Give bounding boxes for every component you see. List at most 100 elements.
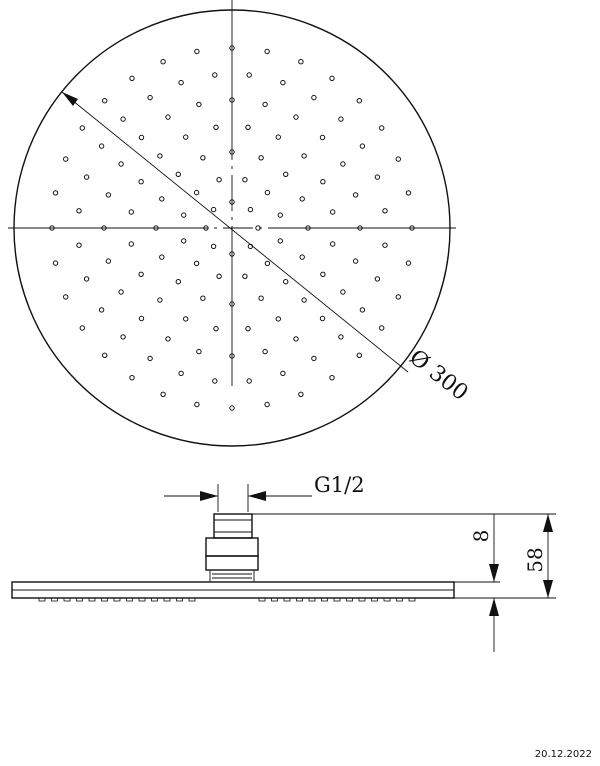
side-nozzle xyxy=(113,597,121,602)
nozzle xyxy=(52,260,59,266)
nozzle xyxy=(305,225,311,231)
nozzle xyxy=(264,401,270,408)
side-nozzle xyxy=(283,597,291,602)
dim-8-arrow-top xyxy=(489,564,499,582)
side-nozzle xyxy=(258,597,266,602)
nozzle xyxy=(301,297,307,303)
nozzle xyxy=(319,134,326,141)
nozzle xyxy=(212,72,218,78)
side-nozzle xyxy=(126,597,133,602)
nozzle xyxy=(79,125,86,131)
nozzle xyxy=(229,149,235,155)
nozzle xyxy=(301,153,307,159)
thread-connector xyxy=(213,513,253,539)
nozzle xyxy=(262,101,268,108)
nozzle xyxy=(210,206,217,213)
nozzle xyxy=(165,114,171,120)
nozzle xyxy=(62,294,69,300)
nozzle xyxy=(196,101,202,108)
nozzle xyxy=(229,199,235,205)
nozzle xyxy=(357,225,363,231)
nozzle xyxy=(229,301,235,307)
nozzle xyxy=(319,315,326,322)
nozzle xyxy=(311,94,317,101)
side-nozzle xyxy=(138,597,146,602)
nozzle xyxy=(98,143,105,149)
side-nozzle xyxy=(76,597,83,602)
nozzle xyxy=(242,273,248,279)
nozzle xyxy=(160,391,166,397)
nozzle xyxy=(329,75,335,82)
diameter-dimension-line xyxy=(61,91,409,373)
side-nozzle xyxy=(333,597,341,602)
nozzle xyxy=(175,171,182,178)
nozzle xyxy=(379,125,385,131)
nozzle xyxy=(160,59,166,65)
nozzle xyxy=(49,225,55,231)
nozzle xyxy=(229,353,235,359)
nozzle xyxy=(76,208,82,214)
nozzle xyxy=(138,271,144,277)
nozzle xyxy=(118,161,124,167)
nozzle xyxy=(280,370,286,377)
thread-arrow-left xyxy=(200,491,218,501)
nozzle xyxy=(129,375,135,381)
side-nozzle xyxy=(346,597,353,602)
nozzle xyxy=(283,279,289,285)
nozzle xyxy=(356,352,362,358)
swivel-joint xyxy=(205,555,259,571)
nozzle xyxy=(379,325,385,331)
nozzle xyxy=(213,124,219,131)
nozzle xyxy=(147,355,153,362)
side-nozzle xyxy=(101,597,108,602)
nozzle xyxy=(118,289,124,295)
thread-arrow-right xyxy=(248,491,266,501)
nozzle xyxy=(395,294,401,300)
nozzle xyxy=(200,295,206,301)
nozzle xyxy=(298,59,304,65)
side-nozzle xyxy=(271,597,278,602)
nozzle xyxy=(183,134,189,140)
nozzle xyxy=(153,225,159,231)
nozzle xyxy=(299,196,305,202)
dim-8-arrow-bottom xyxy=(489,598,499,616)
nozzle xyxy=(229,251,235,257)
nozzle xyxy=(340,289,346,295)
nozzle xyxy=(264,189,271,196)
nozzle xyxy=(157,153,163,159)
nozzle xyxy=(138,179,144,185)
nozzle xyxy=(138,315,145,322)
nozzle xyxy=(320,271,326,277)
nozzle xyxy=(247,206,254,213)
nozzle xyxy=(320,179,326,185)
nozzle xyxy=(129,75,135,82)
nozzle xyxy=(277,212,283,218)
nozzle xyxy=(128,209,135,215)
side-nozzle xyxy=(296,597,303,602)
nozzle xyxy=(382,208,388,214)
nozzle xyxy=(83,276,90,282)
nozzle xyxy=(277,238,283,244)
diameter-label: Ø 300 xyxy=(404,345,472,406)
nozzle xyxy=(264,48,270,55)
nozzle xyxy=(293,114,299,120)
nozzle xyxy=(338,116,344,122)
side-nozzle xyxy=(88,597,96,602)
nozzle xyxy=(330,241,336,247)
nozzle xyxy=(258,295,264,301)
side-nozzle xyxy=(383,597,391,602)
nozzle xyxy=(246,72,252,78)
nozzle xyxy=(178,370,184,377)
nozzle xyxy=(175,279,182,285)
nozzle xyxy=(262,348,268,355)
side-nozzle xyxy=(51,597,58,602)
nozzle xyxy=(255,225,261,231)
nozzle xyxy=(165,336,171,342)
nozzle xyxy=(193,260,200,267)
nozzle xyxy=(374,276,381,282)
nozzle xyxy=(212,378,218,384)
nozzle xyxy=(229,405,235,411)
nozzle xyxy=(409,225,415,231)
nozzle xyxy=(120,116,126,122)
